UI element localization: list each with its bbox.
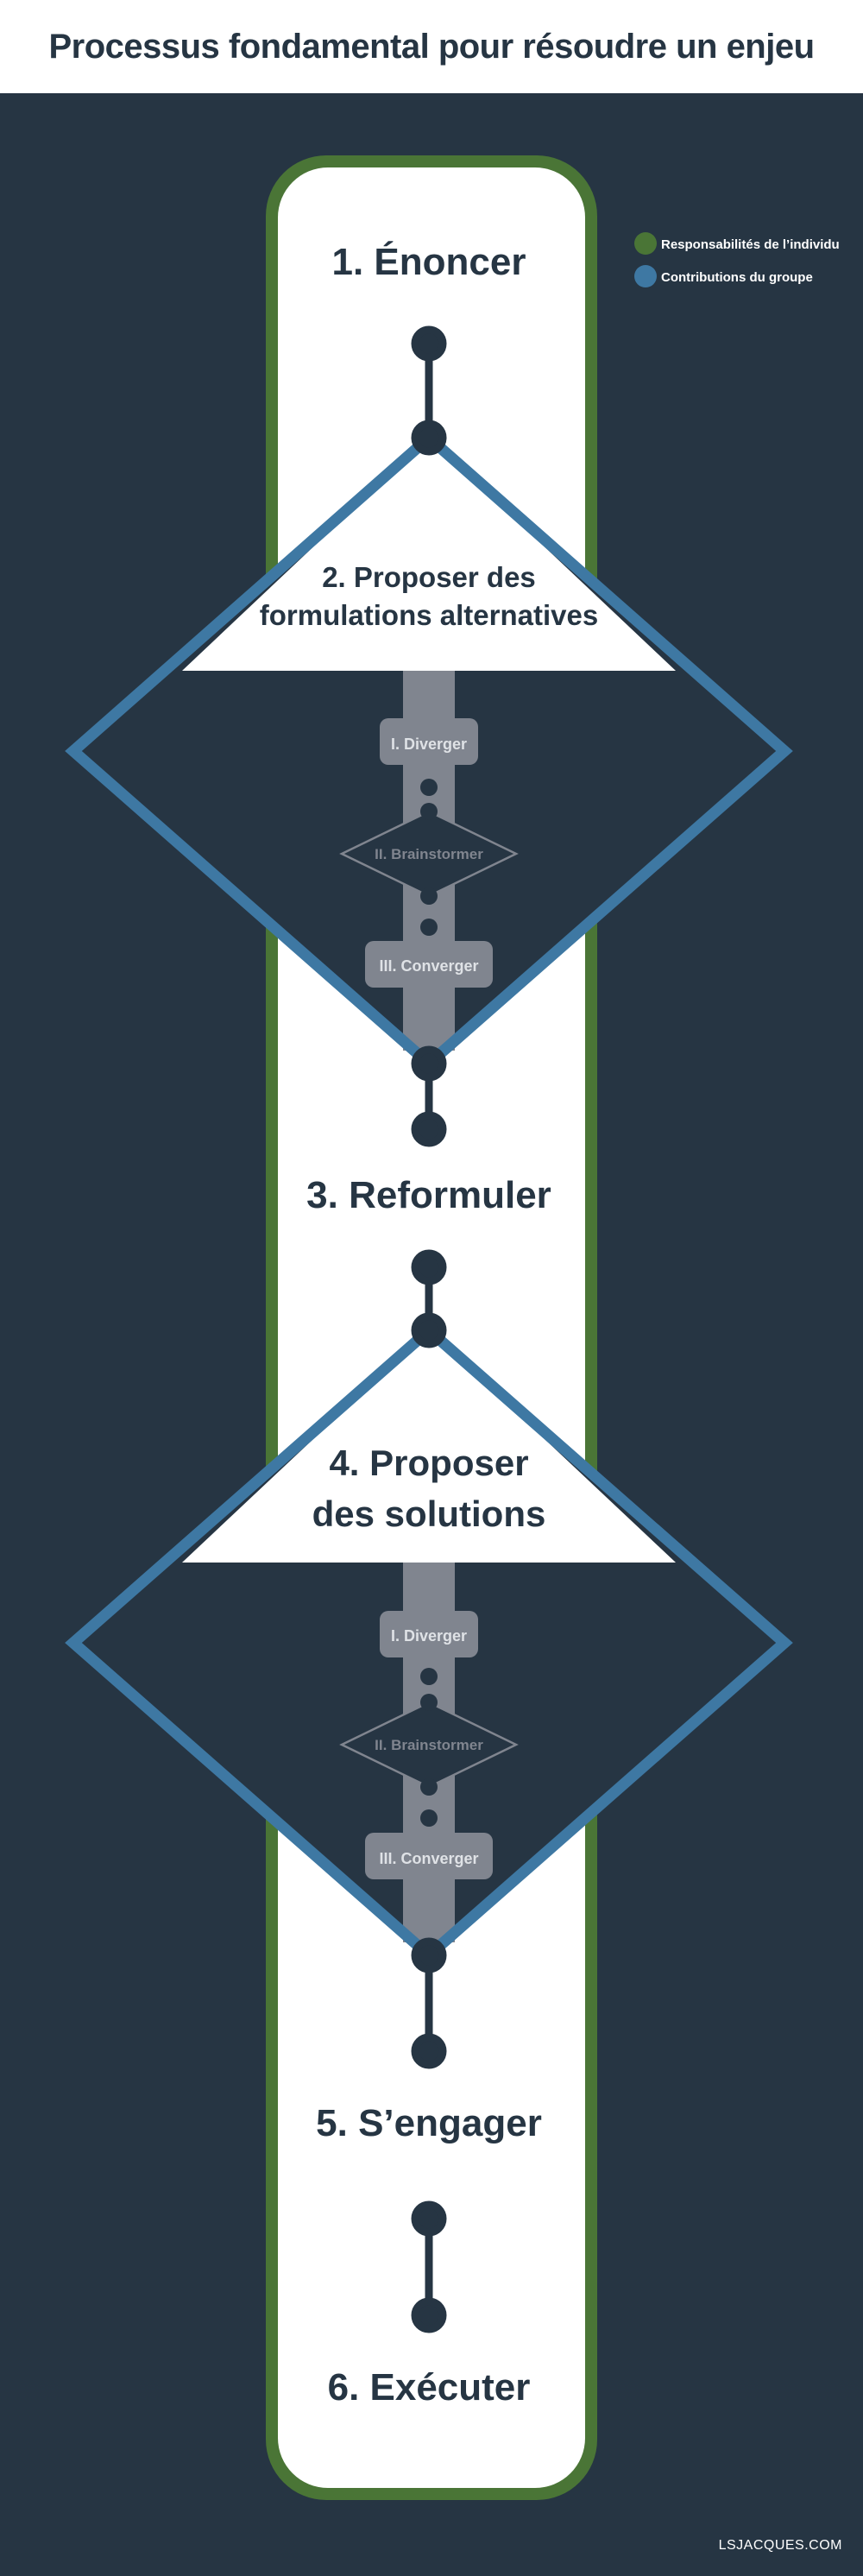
substep-connector-dot xyxy=(420,1809,438,1827)
legend-marker-individual xyxy=(634,232,657,255)
substeps-group-2: I. Diverger II. Brainstormer III. Conver… xyxy=(339,1611,519,1879)
connector-dot xyxy=(411,1111,447,1147)
substep-connector-dot xyxy=(420,887,438,905)
substep-brainstorm-label: II. Brainstormer xyxy=(375,846,483,862)
substep-connector-dot xyxy=(420,1668,438,1685)
connector-dot xyxy=(411,2200,447,2237)
legend: Responsabilités de l’individu Contributi… xyxy=(634,232,840,287)
legend-label-individual: Responsabilités de l’individu xyxy=(661,237,840,252)
substep-diverge-box xyxy=(380,1611,478,1657)
substep-diverge-box xyxy=(380,718,478,765)
site-credit: LSJACQUES.COM xyxy=(718,2538,842,2553)
step-2-label-line2: formulations alternatives xyxy=(260,599,598,631)
substep-connector-dot xyxy=(420,1694,438,1711)
connector-dot xyxy=(411,2297,447,2333)
legend-marker-group xyxy=(634,265,657,287)
substep-connector-dot xyxy=(420,779,438,796)
connector-dot xyxy=(411,1312,447,1348)
connector-dot xyxy=(411,420,447,456)
substep-connectors xyxy=(420,779,438,1827)
connector-dot xyxy=(411,1937,447,1973)
substeps-group-1: I. Diverger II. Brainstormer III. Conver… xyxy=(339,718,519,988)
connector-dot xyxy=(411,1249,447,1285)
connector-dot xyxy=(411,1045,447,1082)
step-4-label-line2: des solutions xyxy=(312,1493,546,1534)
legend-label-group: Contributions du groupe xyxy=(661,270,813,285)
diamond-1-top-white xyxy=(182,438,676,671)
substep-connector-dot xyxy=(420,803,438,820)
substep-brainstorm-label: II. Brainstormer xyxy=(375,1737,483,1753)
substep-connector-dot xyxy=(420,919,438,936)
page-title: Processus fondamental pour résoudre un e… xyxy=(48,27,815,66)
connector-dot xyxy=(411,325,447,362)
substep-converge-box xyxy=(365,1833,493,1879)
step-5-label: 5. S’engager xyxy=(316,2102,542,2144)
substep-connector-dot xyxy=(420,1778,438,1796)
substep-converge-label: III. Converger xyxy=(379,957,478,975)
step-6-label: 6. Exécuter xyxy=(328,2366,531,2409)
step-1-label: 1. Énoncer xyxy=(332,240,526,283)
substep-converge-label: III. Converger xyxy=(379,1850,478,1867)
step-3-label: 3. Reformuler xyxy=(306,1174,551,1216)
connectors xyxy=(411,325,447,2333)
diamond-2-top-white xyxy=(182,1330,676,1563)
step-2-label-line1: 2. Proposer des xyxy=(322,561,536,593)
substep-converge-box xyxy=(365,941,493,988)
substep-diverge-label: I. Diverger xyxy=(391,1627,467,1645)
substep-diverge-label: I. Diverger xyxy=(391,736,467,753)
connector-dot xyxy=(411,2033,447,2069)
step-labels: 1. Énoncer 2. Proposer des formulations … xyxy=(260,240,598,2409)
step-4-label-line1: 4. Proposer xyxy=(329,1443,528,1483)
header-bar: Processus fondamental pour résoudre un e… xyxy=(0,0,863,93)
